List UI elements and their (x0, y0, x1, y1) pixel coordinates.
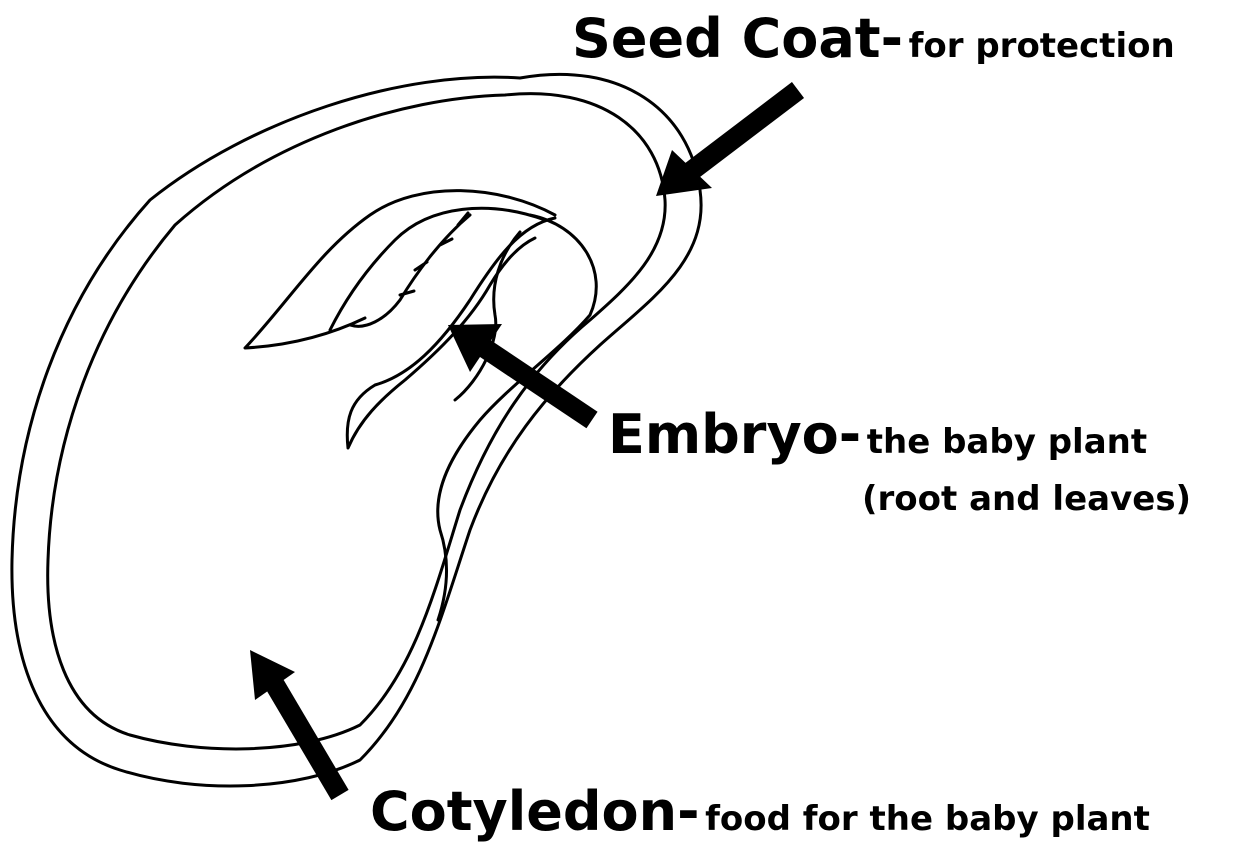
cotyledon-desc: food for the baby plant (705, 799, 1150, 839)
embryo-leaf-inner (330, 208, 545, 330)
cotyledon-term: Cotyledon- (370, 780, 699, 843)
seed-coat-inner (48, 94, 665, 749)
seed-coat-label: Seed Coat- for protection (572, 12, 1175, 66)
embryo-term: Embryo- (608, 403, 861, 466)
arrow-embryo-shaft (480, 345, 592, 420)
embryo-desc: the baby plant (867, 422, 1147, 462)
seed-coat-term: Seed Coat- (572, 7, 903, 70)
embryo-radicle (347, 218, 555, 448)
embryo-leaf-outer (245, 191, 555, 348)
arrow-seedcoat-shaft (690, 90, 798, 172)
embryo-desc-line2: (root and leaves) (862, 482, 1191, 516)
seed-coat-desc: for protection (909, 26, 1175, 66)
cotyledon-label: Cotyledon- food for the baby plant (370, 785, 1150, 839)
embryo-label: Embryo- the baby plant (608, 408, 1147, 462)
